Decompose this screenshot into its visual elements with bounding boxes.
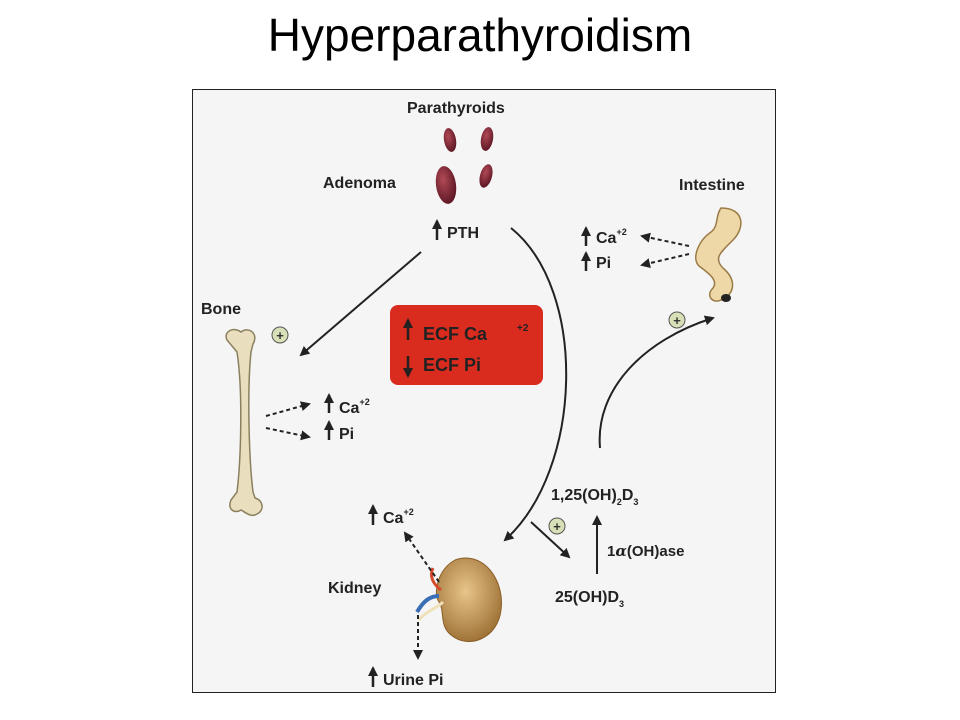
bone-label: Bone: [201, 301, 241, 318]
ecf-box: [390, 305, 543, 385]
adenoma-label: Adenoma: [323, 175, 396, 192]
gland-upper-right: [480, 127, 494, 151]
vitd-plus-icon: +: [548, 517, 566, 535]
svg-text:+: +: [673, 313, 681, 328]
diagram-svg: Parathyroids Adenoma PTH Bone + Ca+2 Pi …: [201, 100, 745, 689]
vitd-precursor-label: 25(OH)D3: [555, 589, 624, 609]
svg-text:+: +: [553, 519, 561, 534]
intestine-ca-dashed-arrow: [640, 232, 690, 247]
parathyroid-glands: [435, 127, 494, 204]
intestine-pi-dashed-arrow: [640, 253, 690, 269]
pth-to-vitd-arrow: [530, 521, 571, 559]
diagram-panel: Parathyroids Adenoma PTH Bone + Ca+2 Pi …: [192, 89, 776, 693]
intestine-image: [695, 207, 742, 302]
bone-pi-label: Pi: [339, 426, 354, 443]
vitd-to-intestine-arrow: [598, 315, 715, 449]
gland-lower-right: [479, 164, 493, 188]
parathyroids-label: Parathyroids: [407, 100, 505, 117]
kidney-label: Kidney: [328, 580, 381, 597]
urine-pi-label: Urine Pi: [383, 672, 443, 689]
bone-pi-dashed-arrow: [265, 427, 311, 441]
kidney-ca-dashed-arrow: [403, 531, 440, 583]
ecf-ca-label: ECF Ca: [423, 324, 488, 344]
svg-text:+: +: [276, 328, 284, 343]
vitd-active-label: 1,25(OH)2D3: [551, 487, 638, 507]
slide-title: Hyperparathyroidism: [267, 9, 693, 61]
pth-to-kidney-arrow: [503, 227, 568, 542]
bone-ca-dashed-arrow: [265, 401, 311, 417]
intestine-pi-label: Pi: [596, 255, 611, 272]
pth-to-bone-arrow: [299, 251, 422, 357]
gland-upper-left: [443, 128, 457, 152]
pth-label: PTH: [447, 225, 479, 242]
ecf-ca-superscript: +2: [517, 323, 529, 334]
bone-plus-icon: +: [271, 326, 289, 344]
gland-adenoma: [435, 166, 457, 204]
ecf-pi-label: ECF Pi: [423, 355, 481, 375]
enzyme-label: 1α(OH)ase: [607, 542, 684, 560]
bone-image: [225, 328, 263, 517]
intestine-label: Intestine: [679, 177, 745, 194]
kidney-image: [415, 557, 502, 643]
intestine-plus-icon: +: [668, 311, 686, 329]
intestine-ca-label: Ca+2: [596, 227, 627, 247]
bone-ca-label: Ca+2: [339, 397, 370, 417]
kidney-ca-label: Ca+2: [383, 507, 414, 527]
